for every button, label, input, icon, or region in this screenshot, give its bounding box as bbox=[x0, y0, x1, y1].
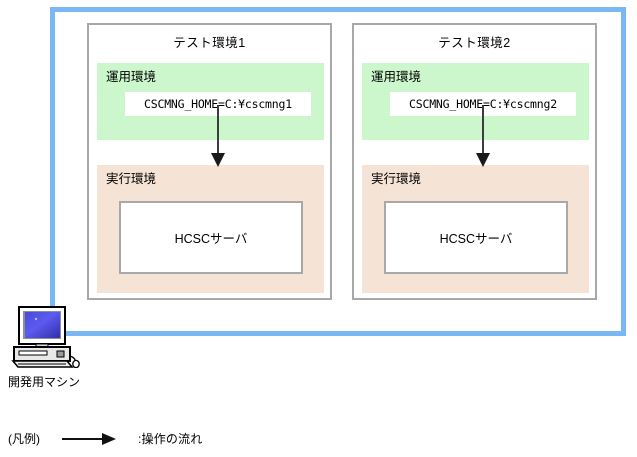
legend-description: :操作の流れ bbox=[138, 432, 203, 446]
desktop-computer-icon bbox=[10, 306, 82, 369]
test-environment-2: テスト環境2 運用環境 CSCMNG_HOME=C:¥cscmng2 実行環境 … bbox=[352, 23, 597, 300]
hcsc-server-box: HCSCサーバ bbox=[119, 201, 303, 274]
operations-zone-1: 運用環境 CSCMNG_HOME=C:¥cscmng1 bbox=[97, 63, 324, 140]
arrow-head bbox=[476, 153, 490, 167]
flow-arrow-icon-2 bbox=[476, 105, 490, 167]
execution-zone-label: 実行環境 bbox=[106, 172, 157, 186]
operations-zone-2: 運用環境 CSCMNG_HOME=C:¥cscmng2 bbox=[362, 63, 589, 140]
env-variable-box: CSCMNG_HOME=C:¥cscmng2 bbox=[390, 92, 576, 116]
flow-arrow-icon-1 bbox=[211, 105, 225, 167]
execution-zone-2: 実行環境 HCSCサーバ bbox=[362, 165, 589, 293]
arrow-head bbox=[211, 153, 225, 167]
dev-machine-label: 開発用マシン bbox=[8, 375, 81, 389]
execution-zone-label: 実行環境 bbox=[371, 172, 422, 186]
legend: (凡例) :操作の流れ bbox=[8, 430, 203, 447]
legend-title: (凡例) bbox=[8, 432, 40, 446]
operations-zone-label: 運用環境 bbox=[106, 70, 157, 84]
connector-frame bbox=[50, 7, 626, 336]
legend-arrow-icon bbox=[62, 432, 120, 445]
arrow-shaft bbox=[217, 105, 219, 157]
arrow-shaft bbox=[482, 105, 484, 157]
test-environment-1: テスト環境1 運用環境 CSCMNG_HOME=C:¥cscmng1 実行環境 … bbox=[87, 23, 332, 300]
hcsc-server-box: HCSCサーバ bbox=[384, 201, 568, 274]
environment-title: テスト環境2 bbox=[438, 36, 511, 50]
operations-zone-label: 運用環境 bbox=[371, 70, 422, 84]
legend-arrow-shaft bbox=[62, 437, 106, 440]
execution-zone-1: 実行環境 HCSCサーバ bbox=[97, 165, 324, 293]
legend-arrow-head bbox=[102, 432, 116, 445]
environment-title: テスト環境1 bbox=[173, 36, 246, 50]
